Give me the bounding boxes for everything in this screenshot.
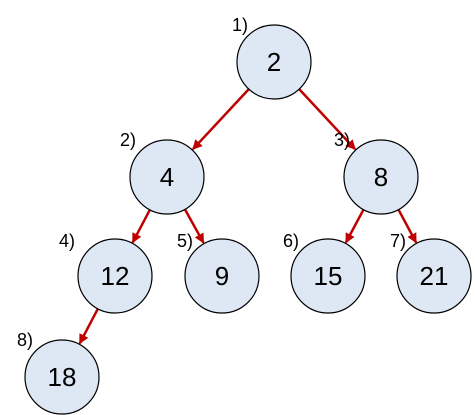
heap-node-n1: 2 bbox=[236, 24, 312, 100]
edge-n3-n6 bbox=[344, 208, 366, 244]
node-circle bbox=[290, 238, 366, 314]
edge-n4-n8 bbox=[78, 307, 100, 345]
order-label-n5: 5) bbox=[177, 231, 193, 251]
node-value: 18 bbox=[48, 362, 77, 392]
node-circle bbox=[24, 339, 100, 415]
order-label-n7: 7) bbox=[390, 231, 406, 251]
node-circle bbox=[184, 238, 260, 314]
order-label-n1: 1) bbox=[232, 15, 248, 35]
heap-node-n3: 8 bbox=[343, 139, 419, 215]
edge-n2-n4 bbox=[131, 208, 152, 244]
node-circle bbox=[129, 139, 205, 215]
node-value: 2 bbox=[267, 47, 281, 77]
order-label-n4: 4) bbox=[59, 231, 75, 251]
node-circle bbox=[236, 24, 312, 100]
node-value: 4 bbox=[160, 162, 174, 192]
edges bbox=[78, 87, 418, 345]
edge-n2-n5 bbox=[183, 207, 205, 244]
edge-n1-n3 bbox=[297, 87, 357, 151]
node-value: 9 bbox=[215, 261, 229, 291]
node-circle bbox=[77, 238, 153, 314]
heap-node-n8: 18 bbox=[24, 339, 100, 415]
node-value: 21 bbox=[420, 261, 449, 291]
edge-n1-n2 bbox=[191, 87, 251, 151]
node-circle bbox=[396, 238, 472, 314]
heap-node-n2: 4 bbox=[129, 139, 205, 215]
order-label-n8: 8) bbox=[17, 330, 33, 350]
heap-node-n4: 12 bbox=[77, 238, 153, 314]
node-value: 12 bbox=[101, 261, 130, 291]
node-value: 8 bbox=[374, 162, 388, 192]
nodes: 2 4 8 12 9 15 21 18 bbox=[24, 24, 472, 415]
edge-n3-n7 bbox=[396, 208, 418, 244]
heap-node-n7: 21 bbox=[396, 238, 472, 314]
node-value: 15 bbox=[314, 261, 343, 291]
order-label-n2: 2) bbox=[120, 130, 136, 150]
heap-node-n5: 9 bbox=[184, 238, 260, 314]
order-labels: 1) 2) 3) 4) 5) 6) 7) 8) bbox=[17, 15, 406, 350]
heap-node-n6: 15 bbox=[290, 238, 366, 314]
node-circle bbox=[343, 139, 419, 215]
order-label-n6: 6) bbox=[283, 231, 299, 251]
order-label-n3: 3) bbox=[334, 130, 350, 150]
